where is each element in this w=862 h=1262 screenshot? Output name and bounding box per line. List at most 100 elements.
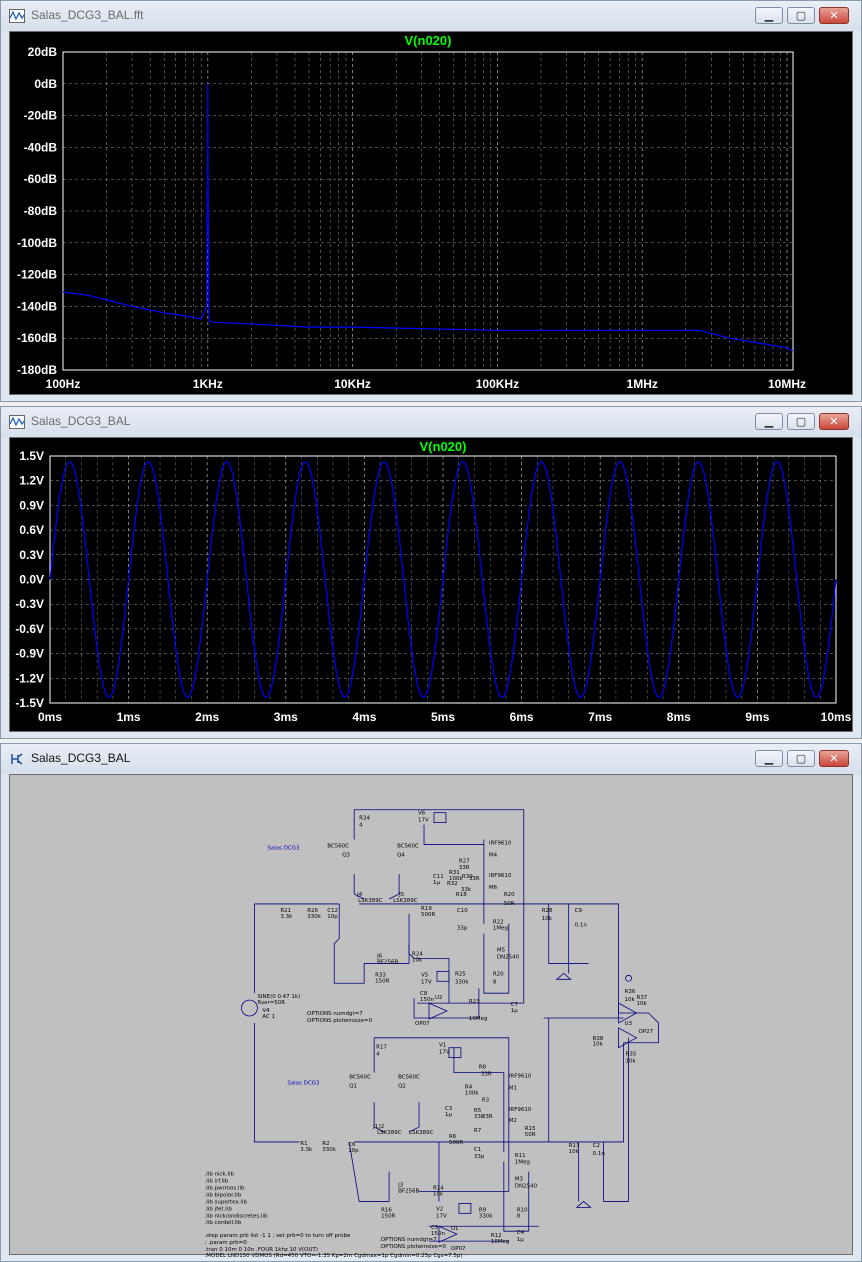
component-label[interactable]: 150n xyxy=(420,997,434,1003)
maximize-button[interactable]: ▢ xyxy=(787,750,815,767)
component-label[interactable]: C12 xyxy=(327,908,338,914)
component-label[interactable]: C1 xyxy=(474,1147,481,1153)
component-label[interactable]: R15 xyxy=(525,1126,536,1132)
component-label[interactable]: BC560C xyxy=(327,843,349,849)
component-label[interactable]: R3 xyxy=(482,1097,490,1103)
component-label[interactable]: 10k xyxy=(569,1149,580,1155)
component-label[interactable]: 50R xyxy=(504,901,515,907)
component-label[interactable]: 330k xyxy=(479,1213,493,1219)
component-label[interactable]: 150R xyxy=(381,1213,395,1219)
component-label[interactable]: C4 xyxy=(517,1230,525,1236)
component-label[interactable]: C7 xyxy=(511,1002,519,1008)
spice-directive[interactable]: .OPTIONS plotwinsize=0 xyxy=(379,1244,446,1250)
component-label[interactable]: 10k xyxy=(433,1192,444,1198)
component-label[interactable]: R38 xyxy=(593,1036,604,1042)
component-label[interactable]: 50R xyxy=(525,1132,536,1138)
component-label[interactable]: R20 xyxy=(493,971,504,977)
component-label[interactable]: 1Meg xyxy=(515,1160,530,1166)
component-label[interactable]: BC560C xyxy=(398,1074,420,1080)
spice-directive[interactable]: .lib nick.lib xyxy=(205,1172,235,1178)
component-label[interactable]: 17V xyxy=(421,979,432,985)
component-label[interactable]: SINE(0 0.47 1k) xyxy=(257,994,300,1000)
component-label[interactable]: C11 xyxy=(433,874,444,880)
component-label[interactable]: Salas DCG3 xyxy=(267,845,300,851)
component-label[interactable]: Q2 xyxy=(398,1083,406,1089)
component-label[interactable]: 17V xyxy=(439,1050,450,1056)
component-label[interactable]: 1µ xyxy=(511,1008,519,1014)
transient-plot[interactable]: V(n020) 1.5V1.2V0.9V0.6V0.3V0.0V-0.3V-0.… xyxy=(10,438,854,733)
component-label[interactable]: R11 xyxy=(515,1153,526,1159)
component-label[interactable]: J4 xyxy=(356,892,363,898)
component-label[interactable]: 100k xyxy=(449,876,463,882)
component-label[interactable]: M3 xyxy=(515,1177,524,1183)
component-label[interactable]: R17 xyxy=(376,1045,387,1051)
component-label[interactable]: R31 xyxy=(449,870,460,876)
component-label[interactable]: M1 xyxy=(509,1085,517,1091)
close-button[interactable]: ✕ xyxy=(819,413,849,430)
component-label[interactable]: 500R xyxy=(449,1140,463,1146)
spice-directive[interactable]: .lib pwrmos.lib xyxy=(205,1186,246,1192)
component-label[interactable]: 4 xyxy=(359,823,363,829)
component-label[interactable]: BC560C xyxy=(349,1074,371,1080)
component-label[interactable]: 3.3k xyxy=(280,914,293,920)
component-label[interactable]: 33p xyxy=(474,1154,485,1160)
minimize-button[interactable]: ▁ xyxy=(755,750,783,767)
fft-titlebar[interactable]: Salas_DCG3_BAL.fft ▁ ▢ ✕ xyxy=(1,1,861,31)
component-label[interactable]: R28 xyxy=(542,908,553,914)
component-label[interactable]: R21 xyxy=(280,908,291,914)
spice-directive[interactable]: .lib bipolar.lib xyxy=(205,1192,242,1198)
component-label[interactable]: R23 xyxy=(469,999,480,1005)
component-label[interactable]: 33k xyxy=(474,1114,485,1120)
maximize-button[interactable]: ▢ xyxy=(787,413,815,430)
component-label[interactable]: J2 xyxy=(378,1124,384,1130)
component-label[interactable]: R27 xyxy=(459,858,470,864)
component-label[interactable]: .OPTIONS plotwinsize=0 xyxy=(305,1018,372,1024)
component-label[interactable]: R6 xyxy=(449,1134,457,1140)
component-label[interactable]: R30 xyxy=(462,874,473,880)
component-label[interactable]: 0.1n xyxy=(575,923,587,929)
component-label[interactable]: R19 xyxy=(421,906,432,912)
component-label[interactable]: Salas DCG3 xyxy=(287,1080,320,1086)
component-label[interactable]: 17V xyxy=(418,818,429,824)
component-label[interactable]: 10Meg xyxy=(491,1239,510,1245)
component-label[interactable]: R34 xyxy=(359,816,370,822)
component-label[interactable]: 1µ xyxy=(433,880,441,886)
spice-directive[interactable]: .lib supertex.lib xyxy=(205,1199,248,1205)
component-label[interactable]: Rser=50R xyxy=(257,1000,285,1006)
component-label[interactable]: R16 xyxy=(381,1207,392,1213)
component-label[interactable]: R13 xyxy=(569,1143,580,1149)
component-label[interactable]: 150n xyxy=(431,1231,445,1237)
component-label[interactable]: Q1 xyxy=(349,1083,357,1089)
component-label[interactable]: R18 xyxy=(456,892,467,898)
component-label[interactable]: LSK389C xyxy=(358,898,383,904)
component-label[interactable]: R24 xyxy=(412,952,423,958)
component-label[interactable]: 33p xyxy=(457,926,468,932)
component-label[interactable]: 330k xyxy=(455,979,469,985)
component-label[interactable]: LSK389C xyxy=(393,898,418,904)
component-label[interactable]: V5 xyxy=(421,972,428,978)
transient-trace-label[interactable]: V(n020) xyxy=(420,439,467,454)
component-label[interactable]: V6 xyxy=(418,811,426,817)
component-label[interactable]: 10k xyxy=(593,1042,604,1048)
component-label[interactable]: U2 xyxy=(435,995,443,1001)
component-label[interactable]: 33R xyxy=(482,1114,493,1120)
component-label[interactable]: R14 xyxy=(433,1186,444,1192)
component-label[interactable]: R25 xyxy=(455,971,466,977)
spice-directive[interactable]: .lib nick/ondiscretes.lib xyxy=(205,1213,268,1219)
component-label[interactable]: 330k xyxy=(322,1147,336,1153)
component-label[interactable]: J6 xyxy=(376,953,383,959)
component-label[interactable]: R35 xyxy=(626,1052,637,1058)
component-label[interactable]: M6 xyxy=(489,885,498,891)
component-label[interactable]: R20 xyxy=(504,892,515,898)
component-label[interactable]: DN2540 xyxy=(497,954,520,960)
component-label[interactable]: R37 xyxy=(637,995,648,1001)
component-label[interactable]: M5 xyxy=(497,948,505,954)
component-label[interactable]: R7 xyxy=(474,1128,482,1134)
close-button[interactable]: ✕ xyxy=(819,7,849,24)
component-label[interactable]: 17V xyxy=(436,1213,447,1219)
component-label[interactable]: 1µ xyxy=(517,1237,525,1243)
component-label[interactable]: LSK389C xyxy=(409,1130,434,1136)
component-label[interactable]: R4 xyxy=(465,1084,473,1090)
component-label[interactable]: BC560C xyxy=(397,843,419,849)
